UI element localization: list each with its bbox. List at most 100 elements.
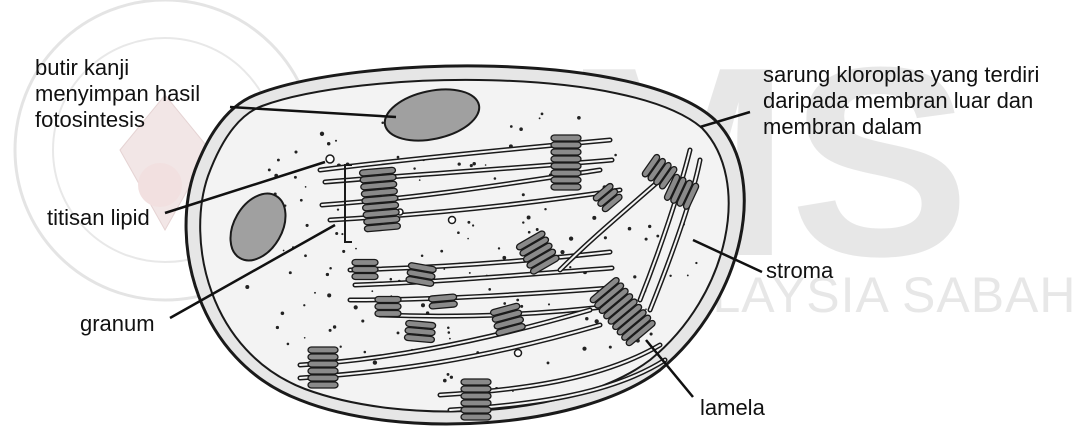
stroma-dot <box>498 247 500 249</box>
stroma-dot <box>585 317 588 320</box>
stroma-dot <box>364 351 367 354</box>
stroma-dot <box>327 142 330 145</box>
stroma-dot <box>548 303 550 305</box>
stroma-dot <box>371 290 373 292</box>
stroma-dot <box>519 127 523 131</box>
thylakoid-disc <box>308 368 338 374</box>
thylakoid-disc <box>551 177 581 183</box>
stroma-dot <box>687 274 689 276</box>
stroma-dot <box>669 275 671 277</box>
stroma-dot <box>447 373 450 376</box>
thylakoid-disc <box>461 414 491 420</box>
stroma-dot <box>539 117 541 119</box>
thylakoid-disc <box>461 393 491 399</box>
thylakoid-disc <box>551 149 581 155</box>
thylakoid-disc <box>352 274 378 280</box>
chloroplast <box>186 66 744 424</box>
stroma-dot <box>488 288 491 291</box>
stroma-dot <box>421 255 424 258</box>
stroma-dot <box>327 293 331 297</box>
stroma-dot <box>277 159 280 162</box>
label-lipid-droplet: titisan lipid <box>47 205 150 231</box>
stroma-dot <box>449 338 451 340</box>
stroma-dot <box>544 208 546 210</box>
thylakoid-disc <box>551 135 581 141</box>
stroma-dot <box>340 346 342 348</box>
stroma-dot <box>645 308 647 310</box>
thylakoid-disc <box>375 297 401 303</box>
thylakoid-disc <box>461 400 491 406</box>
stroma-dot <box>547 361 550 364</box>
stroma-dot <box>528 231 531 234</box>
stroma-dot <box>300 199 303 202</box>
stroma-dot <box>440 250 443 253</box>
thylakoid-disc <box>352 267 378 273</box>
granum-stack <box>375 297 401 317</box>
stroma-dot <box>397 331 400 334</box>
stroma-dot <box>577 116 581 120</box>
stroma-dot <box>289 271 292 274</box>
stroma-dot <box>287 343 290 346</box>
stroma-dot <box>283 250 285 252</box>
stroma-dot <box>245 285 249 289</box>
stroma-dot <box>314 292 316 294</box>
thylakoid-disc <box>461 379 491 385</box>
stroma-dot <box>361 319 364 322</box>
stroma-dot <box>373 360 377 364</box>
stroma-dot <box>522 193 525 196</box>
granum-stack <box>352 260 378 280</box>
stroma-dot <box>614 154 617 157</box>
thylakoid-disc <box>375 304 401 310</box>
stroma-dot <box>592 216 596 220</box>
stroma-dot <box>656 235 659 238</box>
stroma-dot <box>341 233 343 235</box>
stroma-dot <box>633 275 636 278</box>
label-granum: granum <box>80 311 155 337</box>
label-lamella: lamela <box>700 395 765 421</box>
stroma-dot <box>494 177 497 180</box>
stroma-dot <box>304 254 307 257</box>
thylakoid-disc <box>551 163 581 169</box>
stroma-dot <box>469 272 471 274</box>
stroma-dot <box>458 162 461 165</box>
stroma-dot <box>650 332 653 335</box>
thylakoid-disc <box>551 142 581 148</box>
stroma-dot <box>522 221 524 223</box>
stroma-dot <box>472 162 475 165</box>
stroma-dot <box>470 164 473 167</box>
stroma-dot <box>413 167 415 169</box>
stroma-dot <box>516 299 519 302</box>
stroma-dot <box>329 329 332 332</box>
label-stroma: stroma <box>766 258 833 284</box>
thylakoid-disc <box>308 361 338 367</box>
stroma-dot <box>628 227 632 231</box>
thylakoid-disc <box>551 156 581 162</box>
stroma-dot <box>467 238 469 240</box>
lipid-droplet <box>515 350 522 357</box>
label-envelope-line-2: daripada membran luar dan <box>763 88 1039 114</box>
stroma-dot <box>472 224 474 226</box>
thylakoid-disc <box>308 347 338 353</box>
stroma-dot <box>569 236 573 240</box>
thylakoid-disc <box>461 386 491 392</box>
stroma-dot <box>326 273 329 276</box>
stroma-dot <box>333 325 336 328</box>
granum-stack <box>428 294 457 309</box>
label-starch-grain: butir kanji menyimpan hasil fotosintesis <box>35 55 200 133</box>
stroma-dot <box>467 221 470 224</box>
stroma-dot <box>447 327 450 330</box>
lipid-droplet <box>449 217 456 224</box>
granum-stack <box>404 320 436 343</box>
thylakoid-disc <box>461 407 491 413</box>
stroma-dot <box>604 236 607 239</box>
granum-stack <box>461 379 491 420</box>
label-envelope: sarung kloroplas yang terdiri daripada m… <box>763 62 1039 140</box>
label-envelope-line-1: sarung kloroplas yang terdiri <box>763 62 1039 88</box>
stroma-dot <box>448 331 451 334</box>
stroma-dot <box>421 303 425 307</box>
thylakoid-disc <box>308 354 338 360</box>
thylakoid-disc <box>551 170 581 176</box>
thylakoid-disc <box>308 375 338 381</box>
stroma-dot <box>305 186 307 188</box>
